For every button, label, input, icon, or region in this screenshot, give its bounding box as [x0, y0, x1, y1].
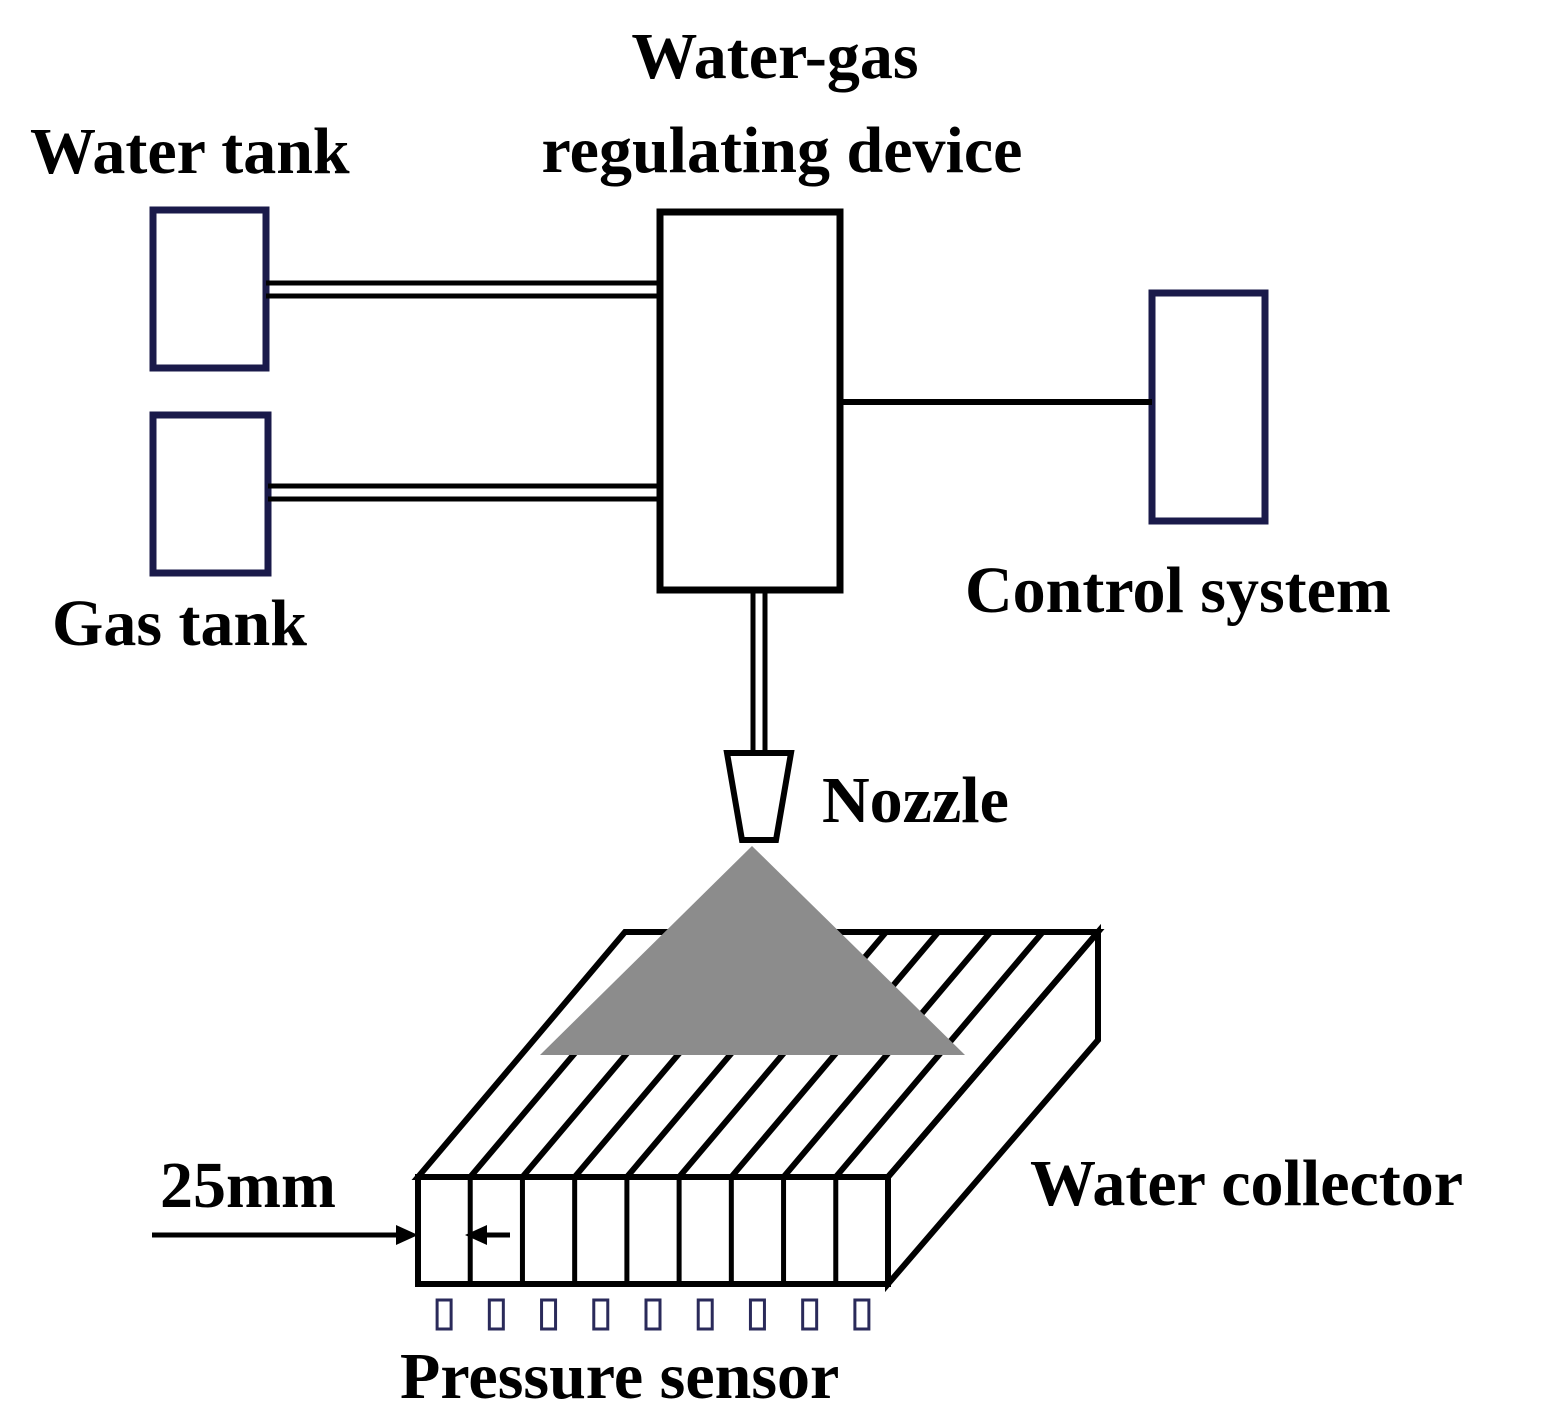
collector-side-face — [885, 923, 1101, 1293]
gas-tank — [149, 411, 272, 577]
pressure-sensor-label: Pressure sensor — [400, 1340, 839, 1413]
pressure-sensor — [435, 1298, 453, 1331]
pressure-sensor-array — [435, 1298, 871, 1331]
control-system — [1148, 289, 1269, 525]
water-pipe — [266, 280, 660, 299]
pressure-sensor — [801, 1298, 819, 1331]
dimension-arrow-right-icon — [396, 1225, 418, 1245]
gas-tank-label: Gas tank — [52, 587, 307, 660]
regulating-device — [656, 208, 844, 594]
pressure-sensor — [748, 1298, 766, 1331]
dimension-arrow-left-icon — [465, 1225, 487, 1245]
regulator-label-line1: Water-gas — [631, 20, 918, 93]
pressure-sensor — [592, 1298, 610, 1331]
nozzle-label: Nozzle — [822, 764, 1009, 837]
water-tank — [149, 206, 270, 372]
pressure-sensor — [487, 1298, 505, 1331]
dimension-label: 25mm — [160, 1149, 336, 1222]
gas-pipe — [268, 483, 660, 502]
pressure-sensor — [644, 1298, 662, 1331]
pressure-sensor — [540, 1298, 558, 1331]
pressure-sensor — [853, 1298, 871, 1331]
nozzle-pipe — [750, 590, 768, 752]
water-tank-label: Water tank — [30, 115, 350, 188]
water-collector-label: Water collector — [1030, 1147, 1463, 1220]
control-system-label: Control system — [965, 554, 1391, 627]
pressure-sensor — [696, 1298, 714, 1331]
spray-cone — [540, 846, 965, 1055]
nozzle — [723, 750, 795, 843]
regulator-label-line2: regulating device — [542, 114, 1023, 187]
collector-front-face — [415, 1174, 891, 1287]
